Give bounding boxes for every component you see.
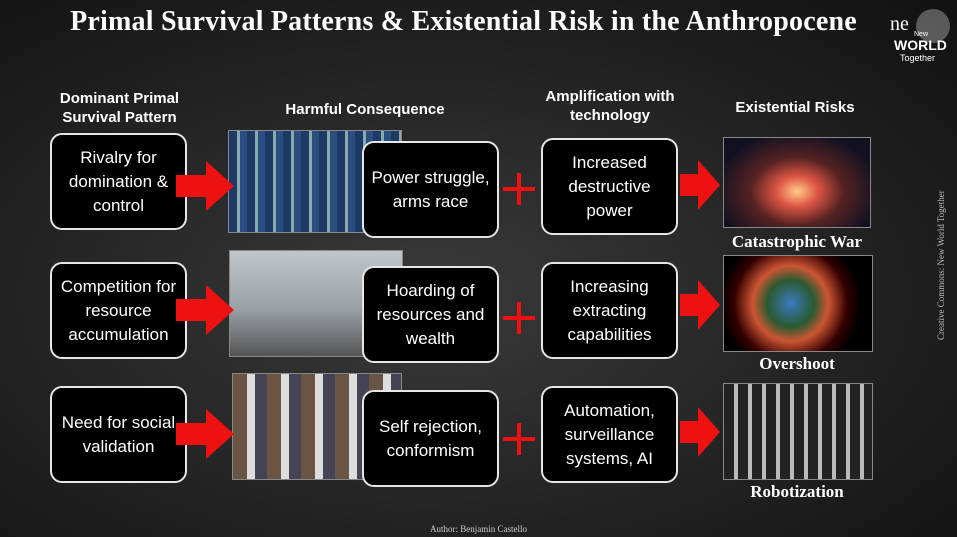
arrow-icon — [176, 409, 234, 459]
pattern-box: Need for social validation — [50, 386, 187, 483]
svg-text:Together: Together — [900, 53, 935, 63]
consequence-box: Hoarding of resources and wealth — [362, 266, 499, 363]
arrow-icon — [680, 160, 720, 210]
amplification-box: Increasing extracting capabilities — [541, 262, 678, 359]
pattern-box: Competition for resource accumulation — [50, 262, 187, 359]
consequence-box: Power struggle, arms race — [362, 141, 499, 238]
arrow-icon — [680, 407, 720, 457]
consequence-box: Self rejection, conformism — [362, 390, 499, 487]
risk-label: Overshoot — [759, 354, 835, 373]
header-consequence: Harmful Consequence — [285, 101, 445, 118]
header-pattern: Dominant Primal Survival Pattern — [59, 90, 180, 126]
author-text: Author: Benjamin Castello — [430, 524, 527, 534]
tv-head-crowd-image — [723, 383, 873, 480]
amplification-box: Automation, surveillance systems, AI — [541, 386, 678, 483]
plus-icon — [503, 173, 535, 205]
header-risks: Existential Risks — [735, 99, 855, 116]
pattern-box: Rivalry for domination & control — [50, 133, 187, 230]
arrow-icon — [680, 280, 720, 330]
credit-text: Creative Commons: New World Together — [936, 190, 946, 340]
svg-text:WORLD: WORLD — [894, 37, 947, 53]
svg-text:ne: ne — [890, 13, 909, 35]
amplification-box: Increased destructive power — [541, 138, 678, 235]
burning-earth-image — [723, 255, 873, 352]
risk-label: Catastrophic War — [731, 232, 863, 251]
arrow-icon — [176, 285, 234, 335]
svg-text:New: New — [914, 31, 929, 38]
plus-icon — [503, 423, 535, 455]
nuclear-explosion-image — [723, 137, 871, 228]
arrow-icon — [176, 161, 234, 211]
risk-label: Robotization — [750, 482, 844, 501]
plus-icon — [503, 302, 535, 334]
slide-title: Primal Survival Patterns & Existential R… — [70, 6, 857, 37]
header-amplification: Amplification with technology — [545, 88, 675, 124]
